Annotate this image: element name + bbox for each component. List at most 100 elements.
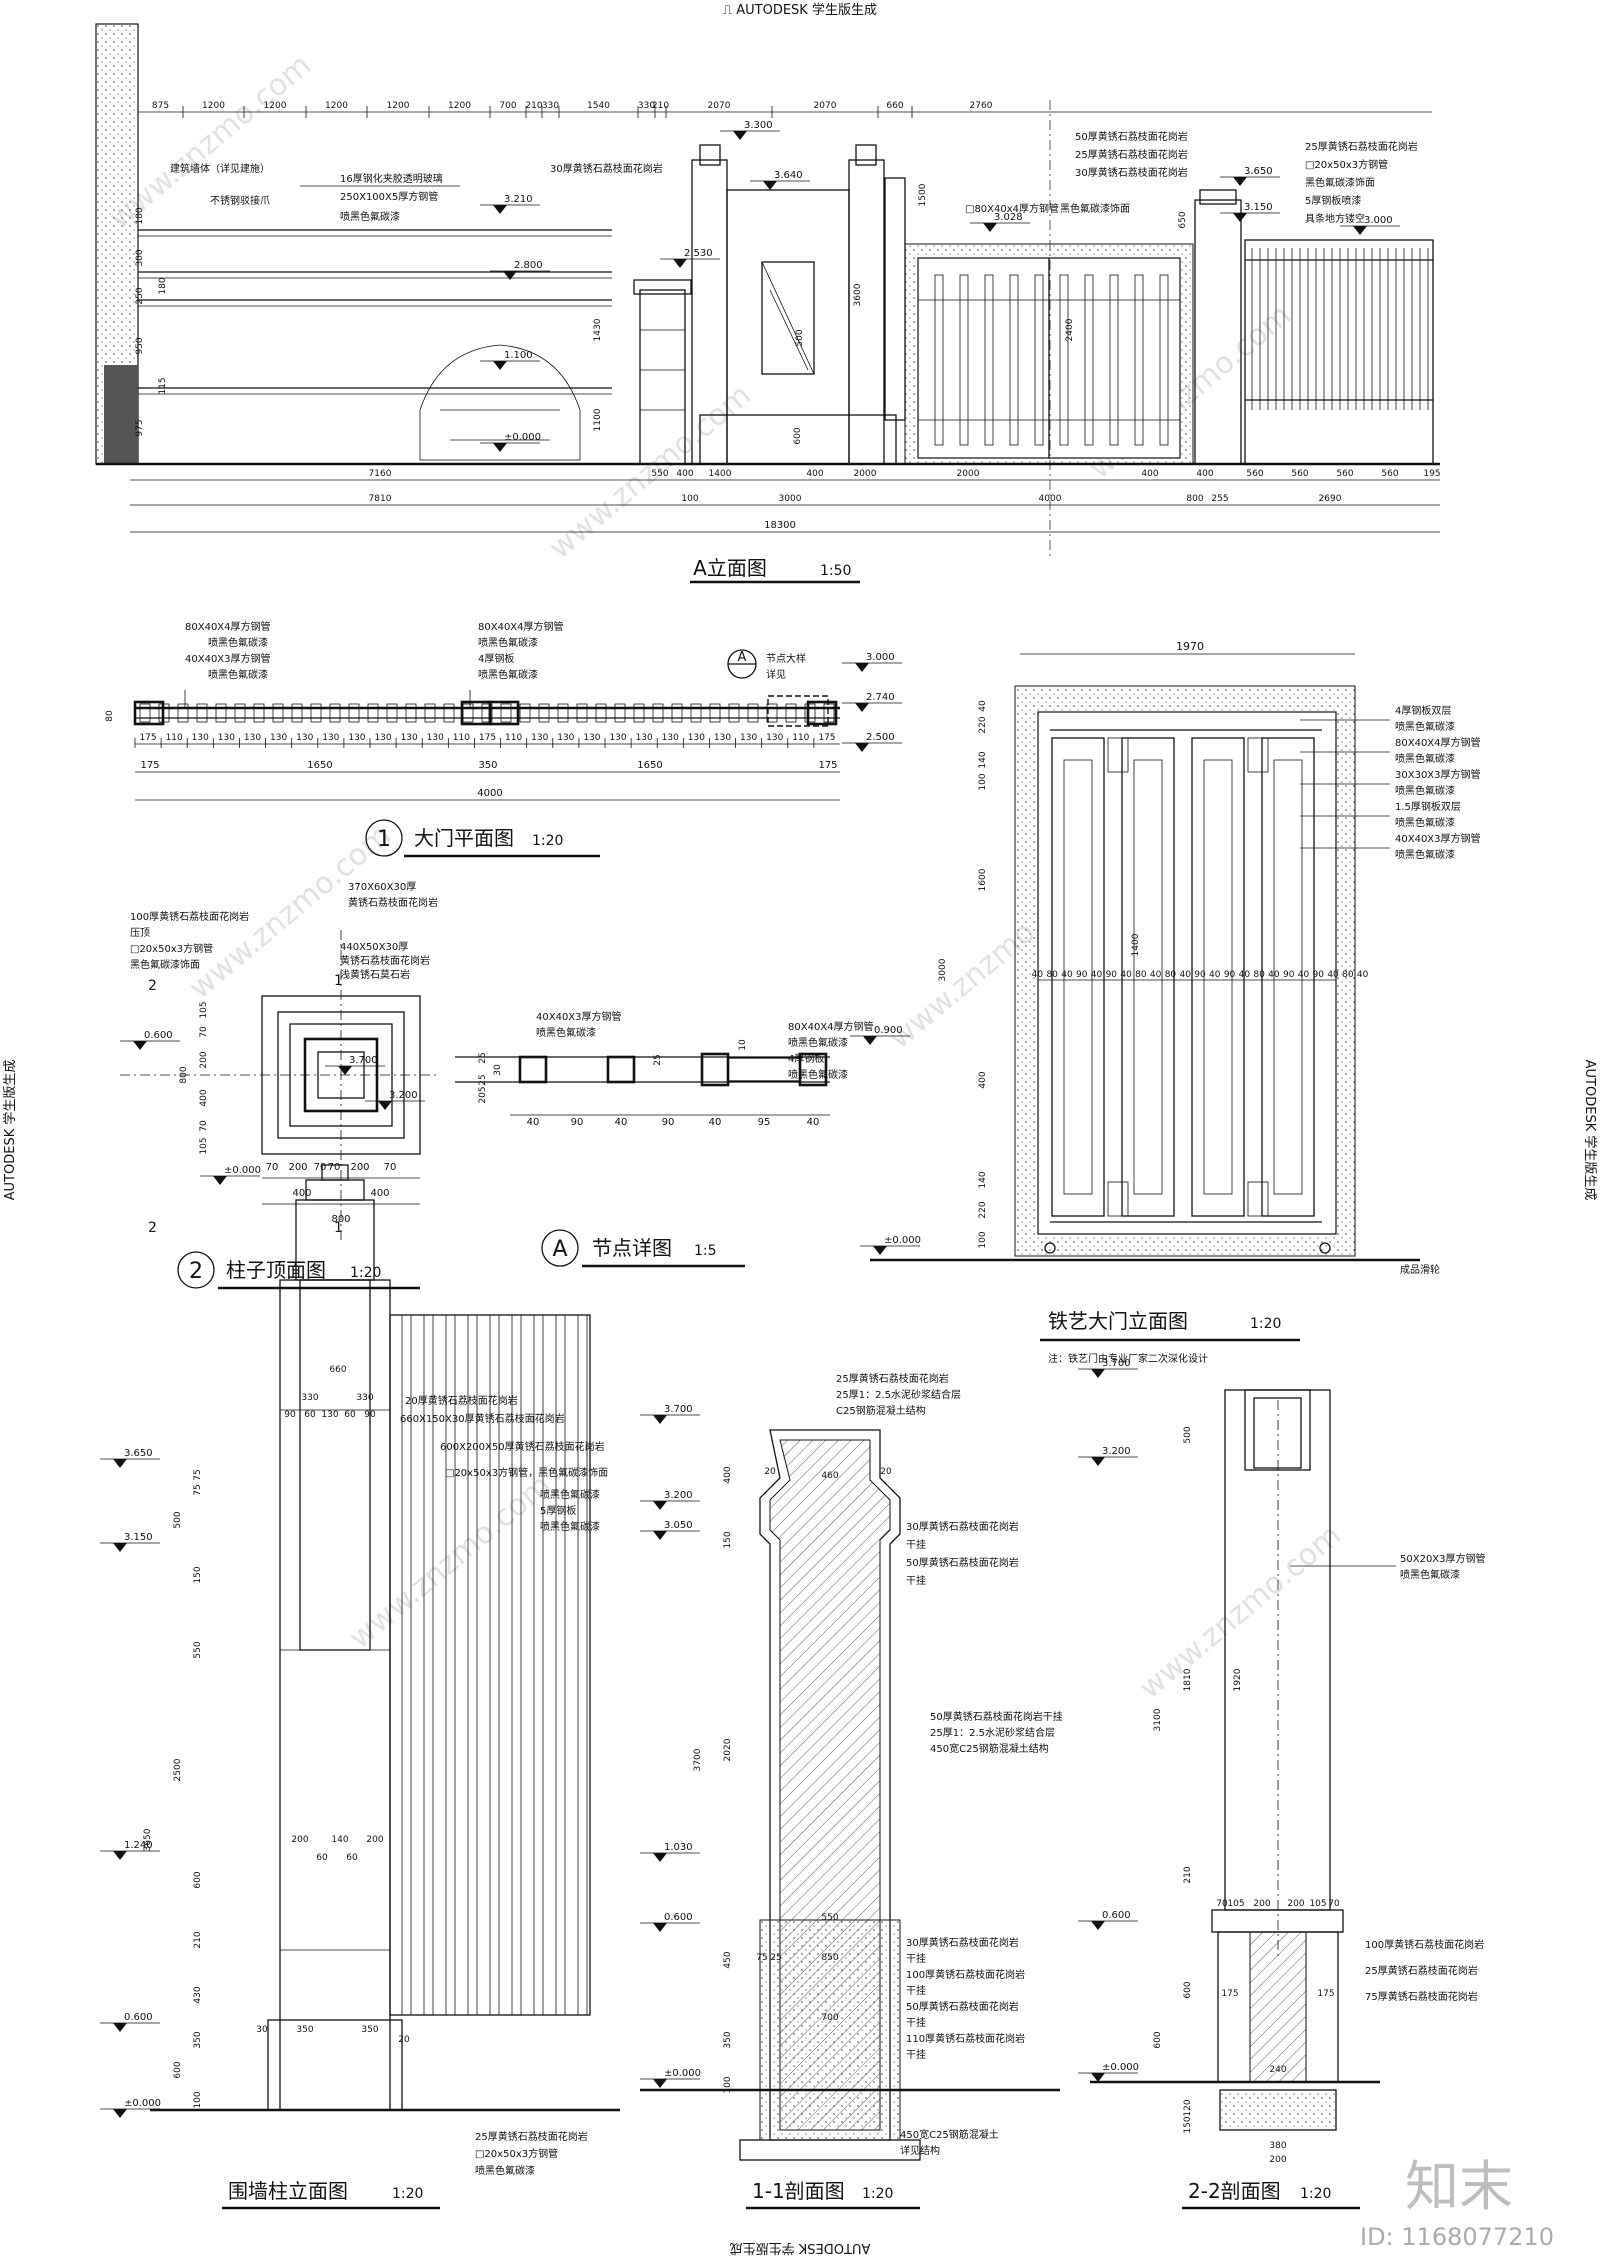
level-marker: [653, 1531, 667, 1540]
dim-label: 850: [821, 1953, 838, 1963]
vert-dim: 140: [978, 1171, 988, 1188]
dim-label: 75: [756, 1953, 767, 1963]
dim-label: 130: [427, 733, 444, 743]
dim-label: 80: [1253, 970, 1265, 980]
level-marker: [113, 2023, 127, 2032]
dim-label: 70: [314, 1162, 327, 1173]
level-marker: [653, 1501, 667, 1510]
vert-dim: 500: [1183, 1426, 1193, 1443]
vert-dim: 975: [135, 419, 145, 436]
dim-label: 110: [792, 733, 809, 743]
note: 喷黑色氟碳漆: [1395, 720, 1455, 733]
note: 40X40X3厚方钢管: [536, 1010, 622, 1023]
dim-label: 80: [1135, 970, 1147, 980]
note: 喷黑色氟碳漆: [536, 1026, 596, 1039]
note: 喷黑色氟碳漆: [208, 668, 268, 681]
dim-label: 80: [1342, 970, 1354, 980]
column-top-title: 柱子顶面图: [226, 1258, 326, 1282]
callout-text: 节点大样: [766, 652, 806, 665]
dim-label: 130: [636, 733, 653, 743]
note: 100厚黄锈石荔枝面花岗岩: [1365, 1938, 1484, 1951]
dim-label: 40: [807, 1117, 820, 1128]
image-id: ID: 1168077210: [1360, 2223, 1554, 2251]
dim-label: 200: [1269, 2155, 1286, 2165]
vert-dim: 1400: [1131, 933, 1141, 956]
note: 具条地方镂空: [1305, 212, 1365, 225]
small-pillar: [633, 279, 692, 465]
node-title: 节点详图: [592, 1236, 672, 1260]
dim-label: 40: [1032, 970, 1044, 980]
level-marker: [493, 443, 507, 452]
vert-dim: 30: [493, 1064, 503, 1076]
vert-dim: 400: [723, 1466, 733, 1483]
level-value: 0.600: [1102, 1910, 1131, 1921]
vert-dim: 105: [199, 1137, 209, 1154]
level-marker: [1353, 226, 1367, 235]
note: 喷黑色氟碳漆: [208, 636, 268, 649]
level-marker: [1233, 213, 1247, 222]
dim-label: 200: [366, 1835, 383, 1845]
note: 喷黑色氟碳漆: [788, 1068, 848, 1081]
autodesk-top-stamp: ⎍ AUTODESK 学生版生成: [723, 2, 877, 18]
vert-dim: 220: [978, 1201, 988, 1218]
note: 干挂: [906, 1538, 926, 1551]
dim-label: 130: [321, 1410, 338, 1420]
vert-dim: 3650: [143, 1828, 153, 1851]
plan-title-number-circle: [365, 819, 403, 857]
dim-label: 330: [356, 1393, 373, 1403]
level-value: 3.050: [664, 1520, 693, 1531]
vert-dim: 2400: [1065, 318, 1075, 341]
vert-dim: 150: [1183, 2116, 1193, 2133]
dim-label: 2000: [957, 469, 980, 479]
vert-dim: 3000: [938, 958, 948, 981]
note: 成品滑轮: [1400, 1263, 1440, 1276]
dim-label: 105: [1227, 1899, 1244, 1909]
level-marker: [378, 1101, 392, 1110]
level-marker: [855, 703, 869, 712]
vert-dim: 250: [135, 287, 145, 304]
dim-label: 350: [361, 2025, 378, 2035]
iron-gate-scale: 1:20: [1250, 1316, 1281, 1332]
level-marker: [673, 259, 687, 268]
dim-label: 550: [651, 469, 668, 479]
note: 喷黑色氟碳漆: [1400, 1568, 1460, 1581]
dim-label: 200: [1253, 1899, 1270, 1909]
dim-label: 1200: [448, 101, 471, 111]
section-2-2: 50X20X3厚方钢管喷黑色氟碳漆100厚黄锈石荔枝面花岗岩25厚黄锈石荔枝面花…: [1078, 1358, 1486, 2210]
glass-fence: [138, 229, 612, 395]
note: 25厚黄锈石荔枝面花岗岩: [475, 2130, 588, 2143]
dim-label: 130: [322, 733, 339, 743]
note: 4厚钢板: [478, 652, 514, 665]
dim-label: 60: [304, 1410, 316, 1420]
vert-dim: 1500: [918, 183, 928, 206]
callout-text: 详见: [766, 668, 786, 681]
section-2-scale: 1:20: [1300, 2186, 1331, 2202]
dim-label: 130: [401, 733, 418, 743]
note: 30厚黄锈石荔枝面花岗岩: [550, 162, 663, 175]
dim-label: 70: [328, 1162, 341, 1173]
dim-label: 400: [292, 1188, 311, 1199]
wall-base: [104, 365, 138, 465]
dim-total: 800: [331, 1214, 350, 1225]
level-value: ±0.000: [884, 1235, 921, 1246]
dim-label: 40: [1209, 970, 1221, 980]
dim-label: 200: [1287, 1899, 1304, 1909]
dim-label: 130: [374, 733, 391, 743]
vert-dim: 220: [978, 716, 988, 733]
note: 4厚钢板: [788, 1052, 824, 1065]
note: 600X200X50厚黄锈石荔枝面花岗岩: [440, 1440, 605, 1453]
dim-label: 200: [288, 1162, 307, 1173]
dim-label: 560: [1246, 469, 1263, 479]
note: 喷黑色氟碳漆: [1395, 816, 1455, 829]
vert-dim: 180: [158, 277, 168, 294]
note: 压顶: [130, 927, 150, 939]
level-value: ±0.000: [224, 1165, 261, 1176]
level-value: 3.150: [124, 1532, 153, 1543]
autodesk-bottom-stamp: AUTODESK 学生版生成: [730, 2240, 871, 2256]
level-marker: [1091, 1457, 1105, 1466]
dim-label: 80: [1165, 970, 1177, 980]
dim-label: 130: [557, 733, 574, 743]
